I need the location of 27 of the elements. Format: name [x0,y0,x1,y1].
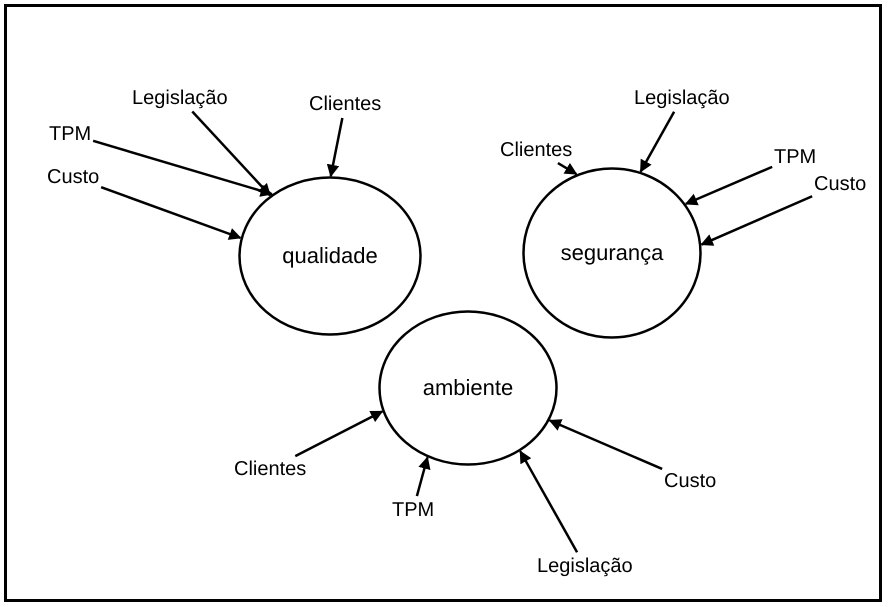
input-label: Custo [47,165,100,189]
input-label: Custo [814,172,866,196]
input-label: Legislação [132,86,228,110]
arrow [416,456,430,496]
arrow [548,419,663,470]
arrow [557,162,578,176]
input-label: TPM [49,122,92,146]
arrow [640,111,676,173]
arrow [92,140,274,197]
input-label: Legislação [634,86,730,110]
node-label: segurança [560,240,664,266]
input-label: Legislação [537,554,633,578]
node-label: ambiente [422,375,514,401]
input-label: Clientes [309,92,382,116]
input-label: Clientes [234,457,306,481]
arrow [294,410,384,458]
arrow [519,450,578,553]
input-label: Custo [664,469,716,493]
input-label: Clientes [500,138,572,162]
node-label: qualidade [281,243,379,269]
arrow [700,195,813,246]
arrow [100,186,242,240]
input-label: TPM [392,498,434,522]
arrow [684,166,773,206]
arrow [191,110,271,196]
input-label: TPM [774,145,816,169]
arrow [326,118,344,178]
